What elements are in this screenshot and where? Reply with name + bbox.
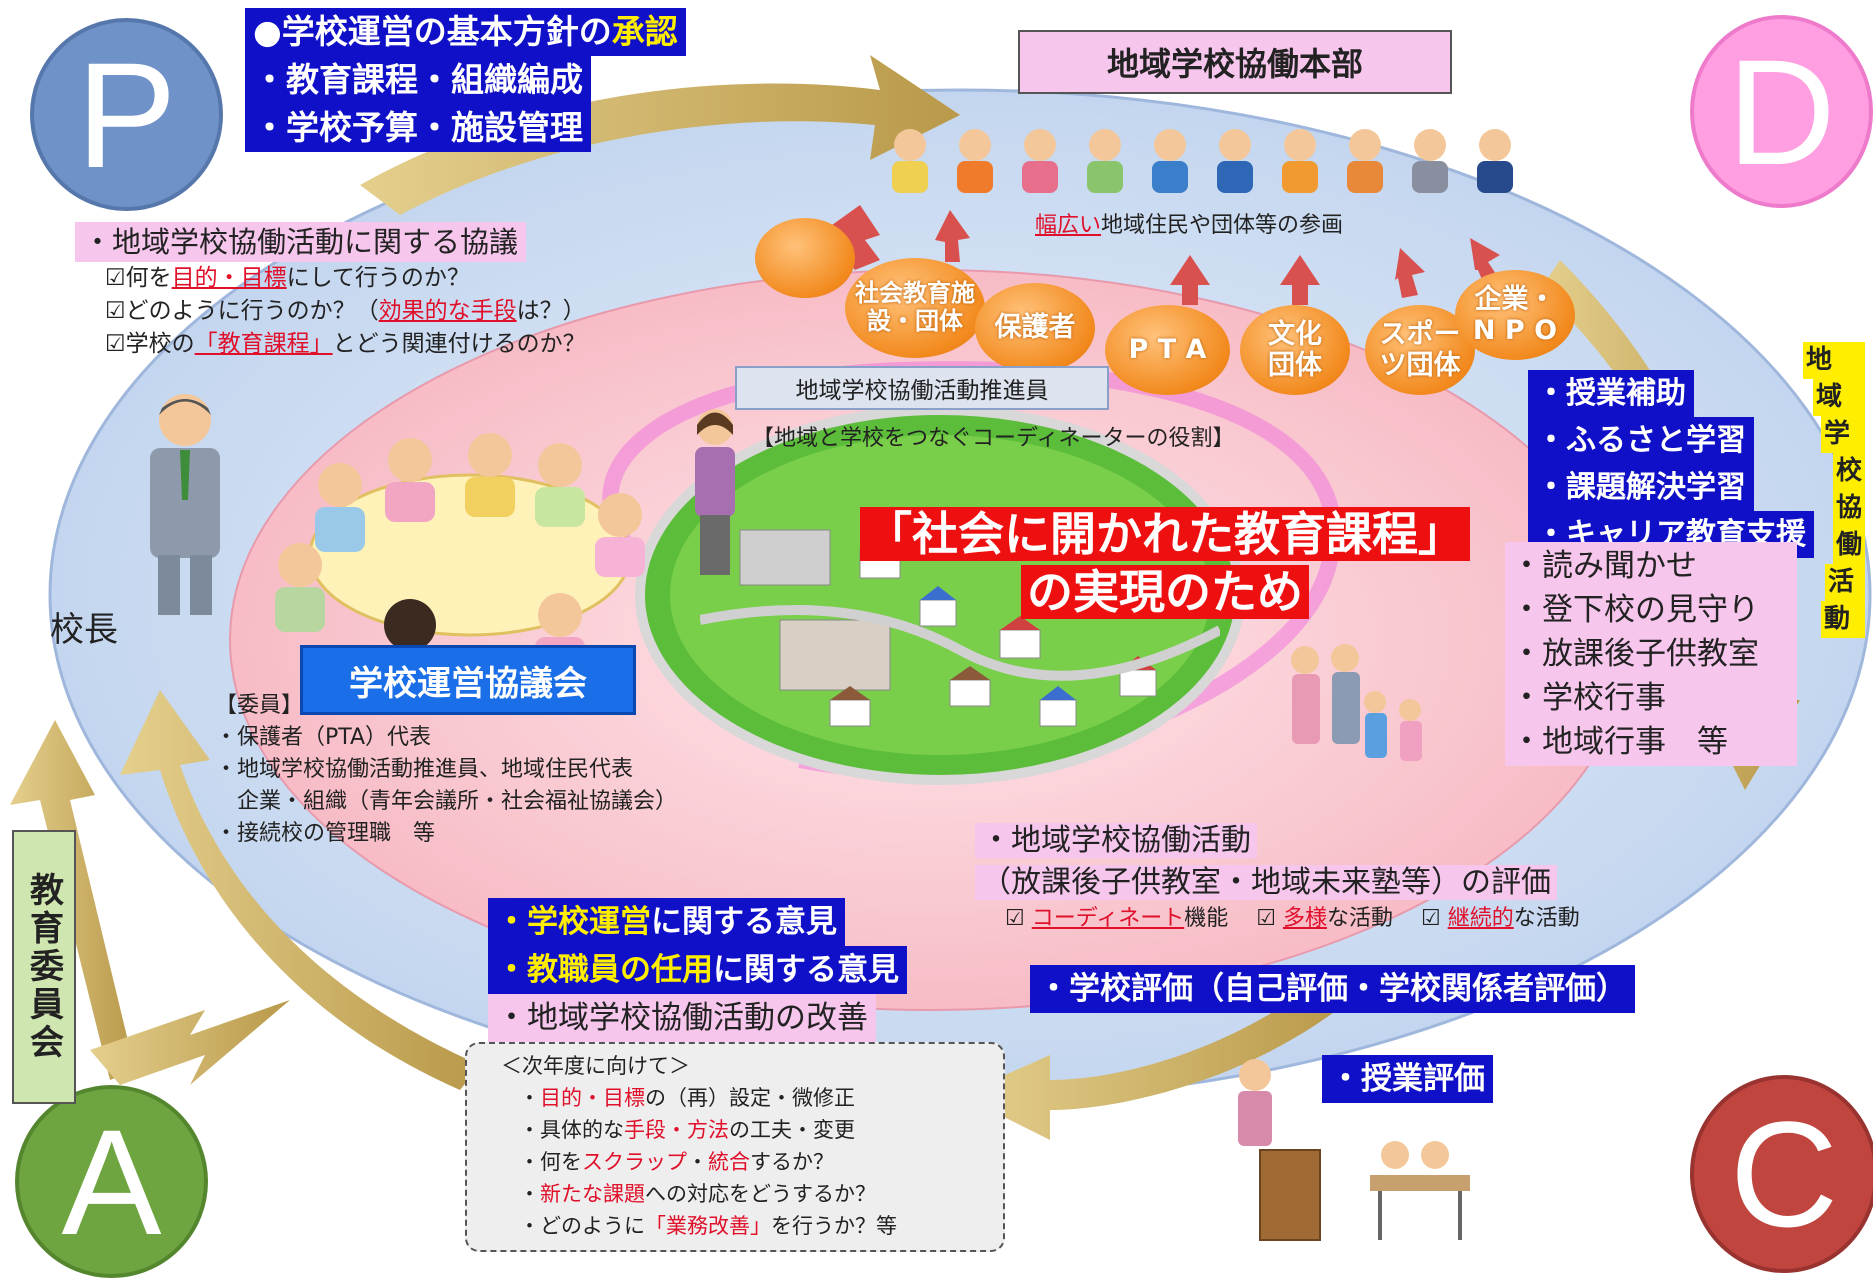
do-circle: D <box>1690 15 1873 208</box>
check-letter: C <box>1729 1090 1839 1258</box>
deliberation-title: ・地域学校協働活動に関する協議 <box>75 222 527 262</box>
org-pta: P T A <box>1105 305 1230 395</box>
center-title-line2: の実現のため <box>1021 565 1309 619</box>
community-people-illustration <box>892 129 1513 193</box>
activities-blue-list: ・授業補助 ・ふるさと学習 ・課題解決学習 ・キャリア教育支援 <box>1528 370 1814 558</box>
evaluation-line1: ・地域学校協働活動 <box>975 823 1257 858</box>
coordinator-illustration <box>695 409 735 575</box>
act-letter: A <box>61 1097 162 1266</box>
check-circle: C <box>1690 1075 1873 1273</box>
center-title-line1: 「社会に開かれた教育課程」 <box>860 507 1470 561</box>
center-title: 「社会に開かれた教育課程」 の実現のため <box>860 505 1470 621</box>
activity-item: ・登下校の見守り <box>1511 592 1759 628</box>
plan-letter: P <box>76 30 177 199</box>
vertical-activity-label: 地 域 学 校 協 働 活 動 <box>1803 342 1866 638</box>
plan-circle: P <box>30 18 223 211</box>
participation-rest: 地域住民や団体等の参画 <box>1101 213 1344 238</box>
org-company-npo: 企業・N P O <box>1455 270 1575 360</box>
class-evaluation: ・授業評価 <box>1322 1055 1493 1103</box>
family-illustration <box>1291 644 1422 761</box>
approval-title: ●学校運営の基本方針の承認 <box>245 8 686 56</box>
deliberation-block: ・地域学校協働活動に関する協議 ☑何を目的・目標にして行うのか？ ☑どのように行… <box>75 222 586 361</box>
activity-item: ・地域行事 等 <box>1511 724 1728 760</box>
next-year-title: ＜次年度に向けて＞ <box>501 1054 690 1078</box>
classroom-illustration <box>1238 1059 1470 1241</box>
activity-item: ・課題解決学習 <box>1528 464 1754 511</box>
principal-label: 校長 <box>50 610 118 650</box>
opinions-block: ・学校運営に関する意見 ・教職員の任用に関する意見 ・地域学校協働活動の改善 <box>488 898 907 1042</box>
activity-item: ・読み聞かせ <box>1511 548 1697 584</box>
council-member-item: 企業・組織（青年会議所・社会福祉協議会） <box>215 789 678 814</box>
org-social-education: 社会教育施設・団体 <box>845 258 985 358</box>
council-member-item: ・接続校の管理職 等 <box>215 821 436 846</box>
headquarters-label: 地域学校協働本部 <box>1018 30 1452 94</box>
promoter-label: 地域学校協働活動推進員 <box>735 366 1109 410</box>
activity-evaluation: ・地域学校協働活動 （放課後子供教室・地域未来塾等）の評価 ☑ コーディネート機… <box>975 820 1580 934</box>
approval-item-budget: ・学校予算・施設管理 <box>245 104 591 152</box>
council-members-heading: 【委員】 <box>215 693 304 718</box>
opinion-school-management: ・学校運営に関する意見 <box>488 898 845 946</box>
activity-item: ・ふるさと学習 <box>1528 417 1754 464</box>
council-label: 学校運営協議会 <box>300 645 636 715</box>
next-year-box: ＜次年度に向けて＞ ・目的・目標の（再）設定・微修正 ・具体的な手段・方法の工夫… <box>465 1042 1005 1252</box>
council-members: 【委員】 ・保護者（PTA）代表 ・地域学校協働活動推進員、地域住民代表 企業・… <box>215 690 677 850</box>
council-member-item: ・保護者（PTA）代表 <box>215 725 432 750</box>
opinion-activity-improvement: ・地域学校協働活動の改善 <box>488 994 876 1042</box>
school-evaluation: ・学校評価（自己評価・学校関係者評価） <box>1030 965 1635 1013</box>
council-meeting-illustration <box>275 433 645 665</box>
do-letter: D <box>1727 27 1836 196</box>
org-blank <box>755 218 855 298</box>
participation-text: 幅広い地域住民や団体等の参画 <box>1035 207 1343 239</box>
approval-block: ●学校運営の基本方針の承認 ・教育課程・組織編成 ・学校予算・施設管理 <box>245 8 686 152</box>
org-guardians: 保護者 <box>975 283 1095 373</box>
activity-item: ・授業補助 <box>1528 370 1694 417</box>
promoter-role: 【地域と学校をつなぐコーディネーターの役割】 <box>752 426 1235 451</box>
participation-accent: 幅広い <box>1035 213 1102 238</box>
activities-plain-list: ・読み聞かせ ・登下校の見守り ・放課後子供教室 ・学校行事 ・地域行事 等 <box>1505 542 1797 766</box>
act-circle: A <box>15 1085 208 1278</box>
activity-item: ・学校行事 <box>1511 680 1666 716</box>
council-member-item: ・地域学校協働活動推進員、地域住民代表 <box>215 757 634 782</box>
evaluation-criteria: ☑ コーディネート機能 ☑ 多様な活動 ☑ 継続的な活動 <box>1005 906 1580 931</box>
board-of-education-label: 教育委員会 <box>12 830 76 1104</box>
evaluation-line2: （放課後子供教室・地域未来塾等）の評価 <box>975 865 1557 900</box>
approval-item-curriculum: ・教育課程・組織編成 <box>245 56 591 104</box>
principal-illustration <box>150 394 220 615</box>
org-culture: 文化団体 <box>1240 305 1350 395</box>
opinion-staff-appointment: ・教職員の任用に関する意見 <box>488 946 907 994</box>
activity-item: ・放課後子供教室 <box>1511 636 1759 672</box>
